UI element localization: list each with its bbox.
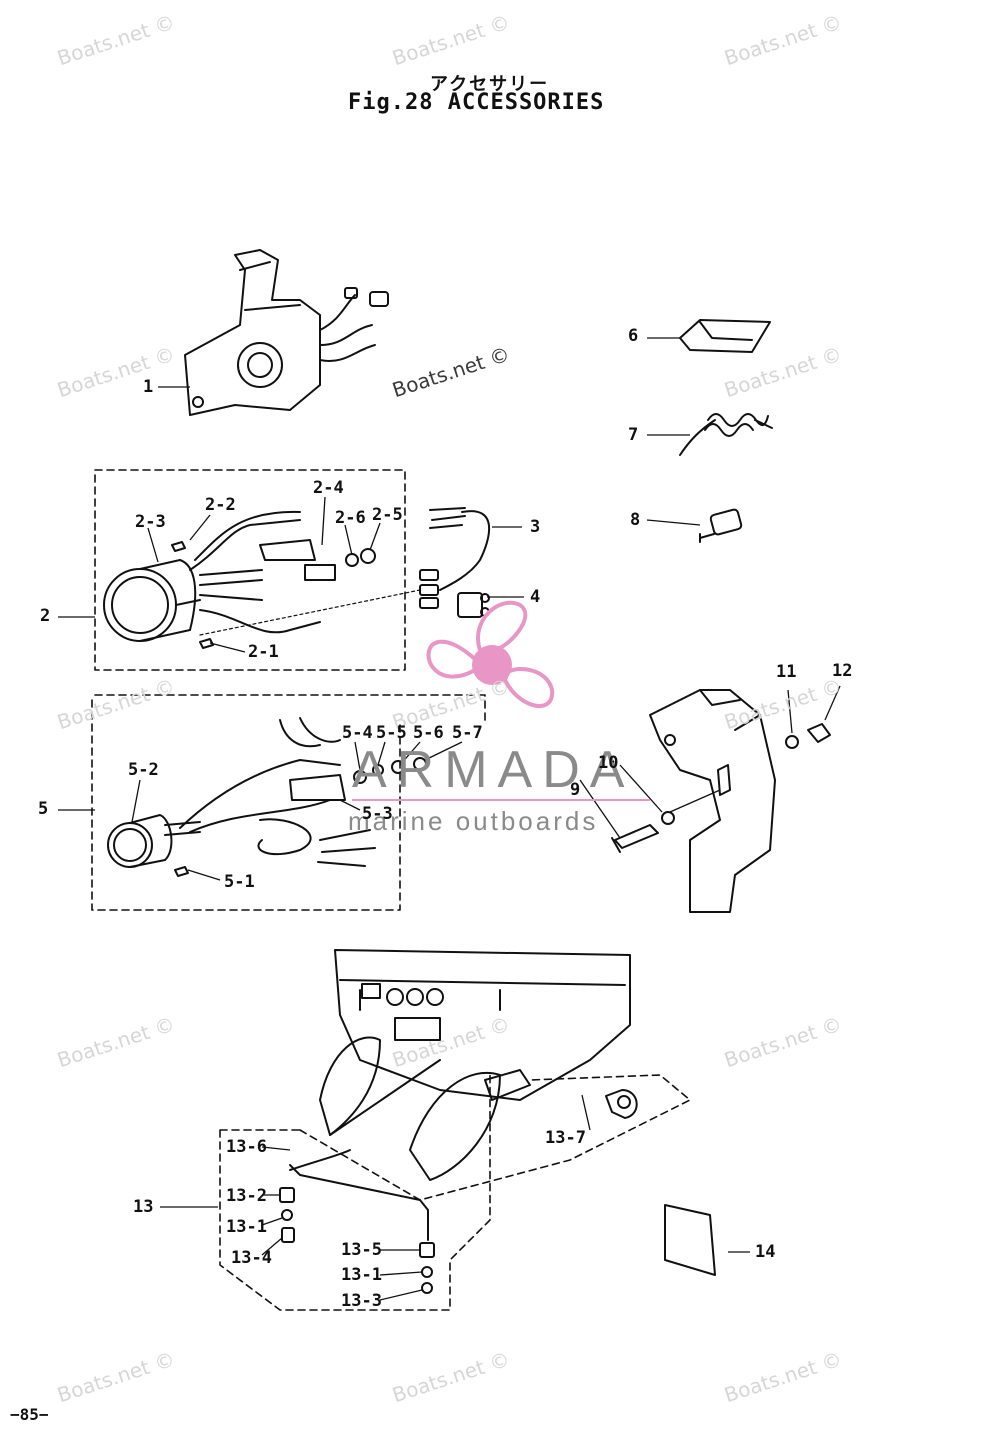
part-8-fitting — [699, 508, 743, 543]
callout-label: 12 — [832, 661, 853, 681]
part-7-spring — [679, 413, 773, 456]
callout-label: 13-2 — [226, 1186, 267, 1206]
armada-logo-text: ARMADA — [352, 741, 635, 799]
callout-label: 5-6 — [413, 723, 444, 743]
callout-label: 4 — [530, 587, 541, 607]
callout-label: 5 — [38, 799, 49, 819]
callout-label: 2 — [40, 606, 51, 626]
armada-propeller-logo — [426, 600, 555, 708]
callout-label: 2-6 — [335, 508, 366, 528]
callout-label: 13-1 — [226, 1217, 267, 1237]
motor-linkage — [219, 949, 691, 1311]
part-4-block — [457, 592, 490, 618]
callout-label: 5-5 — [376, 723, 407, 743]
callout-label: 13-1 — [341, 1265, 382, 1285]
gauge-5 — [107, 717, 427, 877]
callout-label: 13 — [133, 1197, 154, 1217]
callout-label: 5-4 — [342, 723, 373, 743]
callout-label: 2-2 — [205, 495, 236, 515]
callout-label: 7 — [628, 425, 639, 445]
callout-label: 2-1 — [248, 642, 279, 662]
group-5-frame — [91, 694, 486, 911]
callout-label: 5-2 — [128, 760, 159, 780]
callout-label: 13-3 — [341, 1291, 382, 1311]
callout-label: 2-4 — [313, 478, 344, 498]
callout-label: 8 — [630, 510, 641, 530]
callout-label: 13-7 — [545, 1128, 586, 1148]
leader-lines — [58, 337, 841, 1301]
callout-label: 3 — [530, 517, 541, 537]
mount-bracket — [611, 689, 831, 913]
callout-label: 13-6 — [226, 1137, 267, 1157]
callout-label: 5-3 — [362, 804, 393, 824]
callout-label: 2-3 — [135, 512, 166, 532]
callout-label: 9 — [570, 780, 581, 800]
callout-label: 10 — [598, 753, 619, 773]
callout-label: 5-7 — [452, 723, 483, 743]
callout-label: 5-1 — [224, 872, 255, 892]
armada-tagline: marine outboards — [348, 806, 599, 836]
callout-label: 13-4 — [231, 1248, 272, 1268]
group-2-frame — [94, 469, 406, 671]
callout-label: 6 — [628, 326, 639, 346]
remote-control-box — [184, 249, 389, 416]
gauge-2 — [103, 510, 376, 649]
part-14-plate — [664, 1204, 716, 1276]
callout-label: 13-5 — [341, 1240, 382, 1260]
part-6-pad — [679, 319, 771, 353]
figure-title: Fig.28 ACCESSORIES — [348, 90, 605, 115]
part-3-harness — [199, 507, 490, 636]
page-number: −85− — [10, 1405, 49, 1424]
callout-label: 11 — [776, 662, 797, 682]
callout-label: 14 — [755, 1242, 776, 1262]
title-japanese: アクセサリー — [430, 74, 550, 95]
callout-label: 2-5 — [372, 505, 403, 525]
callout-label: 1 — [143, 377, 154, 397]
